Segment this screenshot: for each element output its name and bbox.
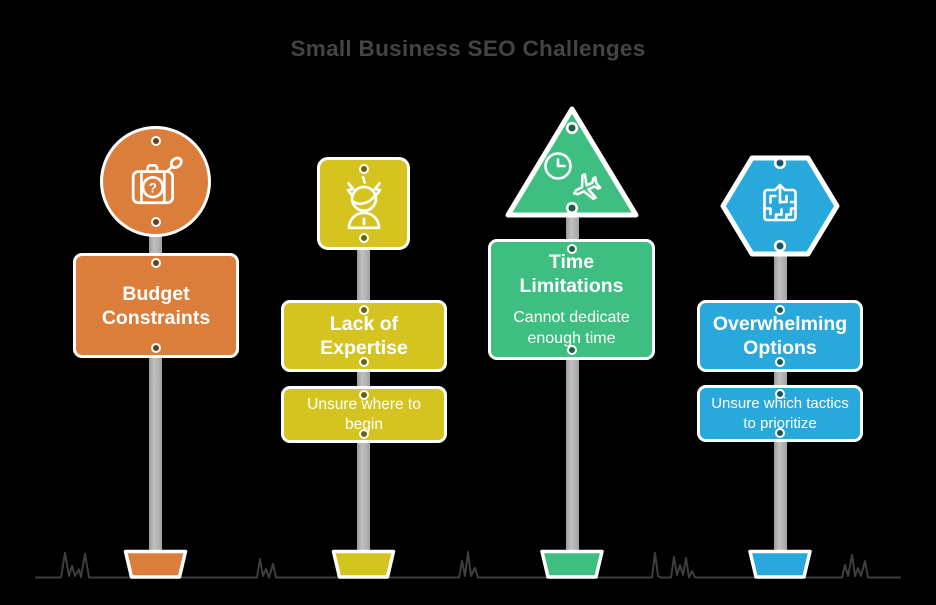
maze-icon (763, 183, 797, 222)
screw-icon (775, 428, 785, 438)
screw-icon (151, 258, 161, 268)
screw-icon (359, 429, 369, 439)
screw-icon (359, 305, 369, 315)
screw-icon (359, 390, 369, 400)
sign-subtext: Cannot dedicate enough time (513, 309, 630, 347)
signpost-base (748, 549, 812, 579)
sign-shape-circle: ? (100, 126, 211, 237)
sign-shape-hexagon (720, 155, 840, 257)
sign-heading: Overwhelming Options (712, 313, 848, 359)
screw-icon (566, 345, 577, 355)
sign-heading: Budget Constraints (101, 282, 211, 329)
page-title: Small Business SEO Challenges (290, 36, 646, 61)
ground-line (35, 551, 901, 579)
sign-heading: Time Limitations (519, 251, 624, 297)
screw-icon (151, 343, 161, 353)
screw-icon (566, 244, 577, 254)
question-mark-glyph: ? (148, 180, 156, 195)
clock-airplane-icon (544, 152, 602, 201)
screw-icon (359, 357, 369, 367)
sign-heading: Lack of Expertise (320, 313, 408, 359)
screw-icon (358, 233, 369, 243)
sign-panel-lack-of-expertise: Lack of Expertise (281, 300, 447, 372)
sign-panel-budget-constraints: Budget Constraints (73, 253, 239, 358)
screw-icon (150, 217, 161, 227)
signpost-base (540, 549, 604, 579)
screw-icon (775, 389, 785, 399)
screw-icon (150, 136, 161, 146)
sign-subpanel-lack-of-expertise: Unsure where to begin (281, 386, 447, 443)
confused-person-icon (346, 175, 381, 229)
screw-icon (775, 305, 785, 315)
sign-subpanel-overwhelming-options: Unsure which tactics to prioritize (697, 385, 863, 442)
signpost-pole (149, 190, 162, 556)
screw-icon (773, 239, 787, 253)
screw-icon (565, 201, 579, 215)
screw-icon (358, 164, 369, 174)
signpost-base (123, 549, 188, 579)
signpost-base (331, 549, 396, 579)
sign-subtext: Unsure which tactics to prioritize (711, 394, 849, 432)
screw-icon (565, 121, 579, 135)
briefcase-search-icon: ? (131, 156, 183, 204)
sign-panel-overwhelming-options: Overwhelming Options (697, 300, 863, 372)
sign-shape-triangle (505, 106, 639, 218)
sign-shape-square (317, 157, 410, 250)
screw-icon (775, 357, 785, 367)
sign-panel-time-limitations: Time Limitations Cannot dedicate enough … (488, 239, 655, 360)
sign-subtext: Unsure where to begin (307, 395, 421, 433)
screw-icon (773, 156, 787, 170)
ground (35, 549, 901, 579)
